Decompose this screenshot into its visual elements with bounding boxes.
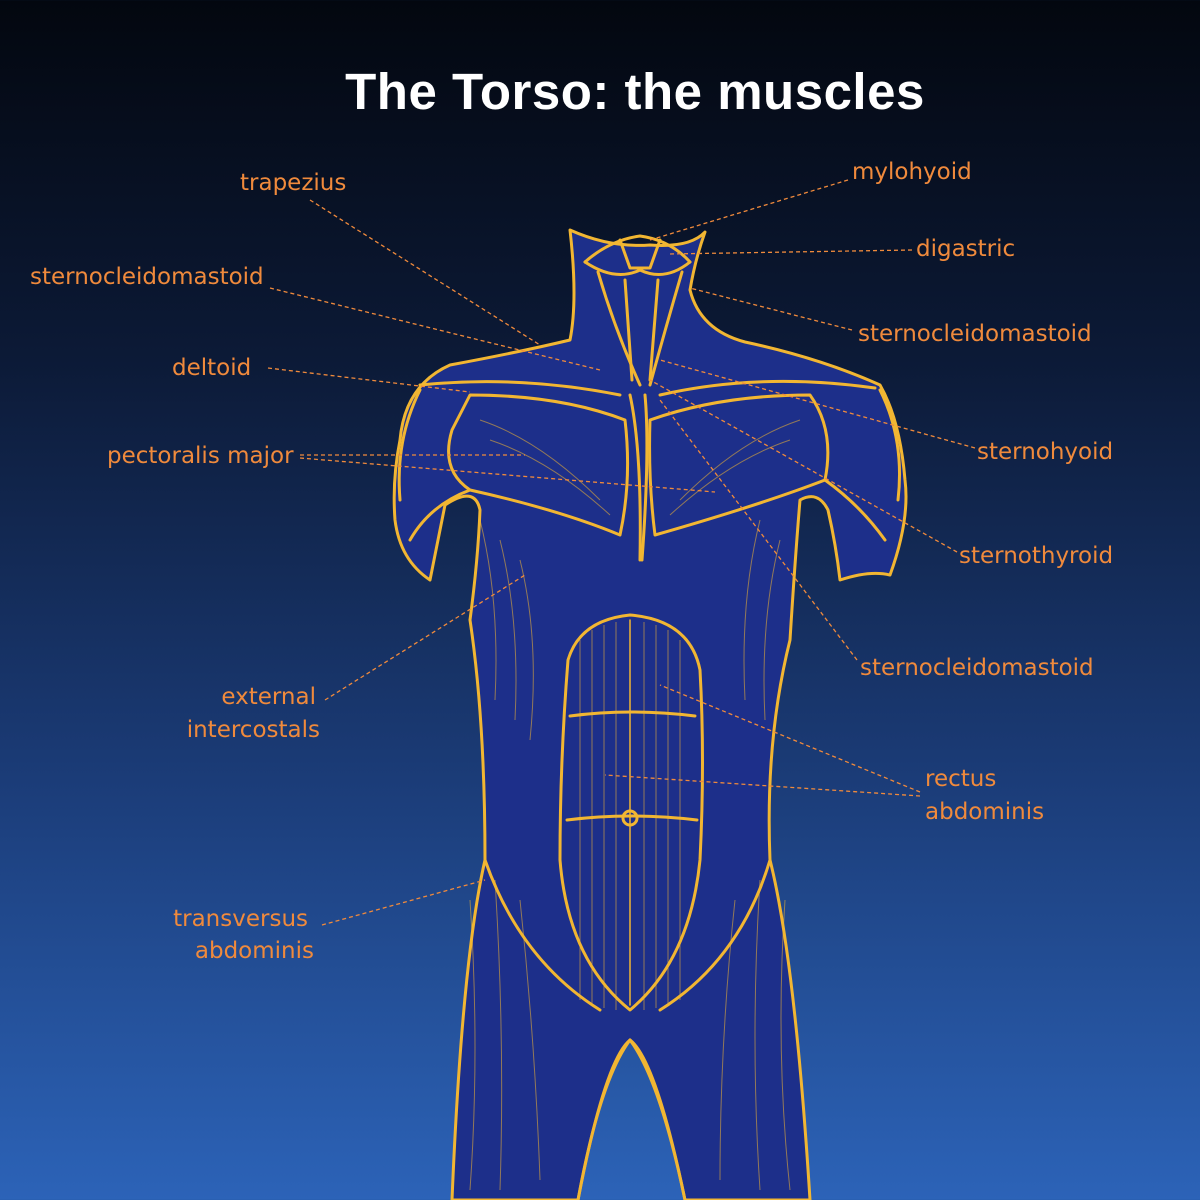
- label-digastric: digastric: [916, 236, 1016, 262]
- label-external-intercostals-line1: external: [221, 684, 316, 710]
- label-transversus-abdominis-line1: transversus: [173, 906, 308, 932]
- diagram-title: The Torso: the muscles: [345, 63, 925, 120]
- left-pectoralis: [447, 393, 630, 537]
- label-deltoid: deltoid: [172, 355, 252, 381]
- label-sternocleidomastoid-left: sternocleidomastoid: [30, 264, 264, 290]
- label-mylohyoid: mylohyoid: [852, 159, 972, 185]
- label-sternocleidomastoid-right-upper: sternocleidomastoid: [858, 321, 1092, 347]
- navel: [621, 809, 639, 827]
- label-sternothyroid: sternothyroid: [959, 543, 1114, 569]
- label-rectus-abdominis-line2: abdominis: [925, 799, 1045, 825]
- label-trapezius: trapezius: [240, 170, 347, 196]
- label-transversus-abdominis-line2: abdominis: [194, 938, 314, 964]
- label-sternocleidomastoid-right-lower: sternocleidomastoid: [860, 655, 1094, 681]
- label-pectoralis-major: pectoralis major: [107, 443, 294, 469]
- label-rectus-abdominis-line1: rectus: [925, 766, 997, 792]
- rectus-abdominis-outline: [558, 613, 704, 1012]
- label-external-intercostals-line2: intercostals: [186, 717, 320, 743]
- label-sternohyoid: sternohyoid: [977, 439, 1114, 465]
